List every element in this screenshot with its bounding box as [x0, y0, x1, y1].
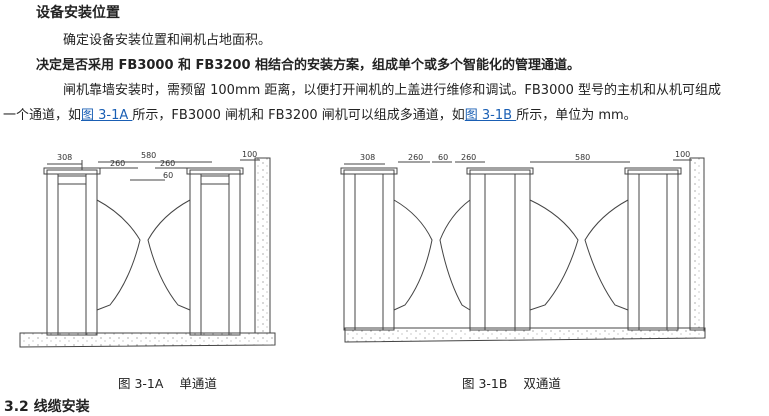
- figure-3-1b-dims: 308 260 60 260 580 100: [360, 150, 690, 162]
- dim-100-b: 100: [675, 150, 690, 159]
- dim-60-a: 60: [163, 171, 173, 180]
- paragraph-site: 确定设备安装位置和闸机占地面积。: [63, 33, 272, 48]
- dim-308-a: 308: [57, 153, 72, 162]
- dim-60-b: 60: [438, 153, 448, 162]
- figure-3-1b-caption: 图 3-1B 双通道: [462, 376, 561, 391]
- figure-3-1b-link[interactable]: 图 3-1B: [464, 108, 517, 123]
- dim-260-a2: 260: [160, 159, 175, 168]
- paragraph-plan: 决定是否采用 FB3000 和 FB3200 相结合的安装方案，组成单个或多个智…: [36, 58, 581, 73]
- next-section-title: 3.2 线缆安装: [4, 399, 90, 415]
- figure-3-1a: [19, 157, 276, 348]
- dim-260-b1: 260: [408, 153, 423, 162]
- figure-3-1a-link[interactable]: 图 3-1A: [81, 108, 133, 123]
- figure-3-1b: [340, 157, 706, 343]
- dim-100-a: 100: [242, 150, 257, 159]
- figure-drawings: 308 580 260 260 60 100 308 260: [19, 150, 706, 348]
- figure-3-1a-dims: 308 580 260 260 60 100: [57, 150, 257, 180]
- figure-3-1a-caption: 图 3-1A 单通道: [118, 376, 217, 391]
- dim-580-b: 580: [575, 153, 590, 162]
- dim-260-b2: 260: [461, 153, 476, 162]
- dim-260-a1: 260: [110, 159, 125, 168]
- paragraph-clearance: 闸机靠墙安装时，需预留 100mm 距离，以便打开闸机的上盖进行维修和调试。FB…: [63, 83, 722, 98]
- paragraph-clearance-2: 一个通道，如图 3-1A 所示，FB3000 闸机和 FB3200 闸机可以组成…: [3, 108, 637, 123]
- dim-580-a: 580: [141, 151, 156, 160]
- section-title: 设备安装位置: [36, 5, 120, 21]
- dim-308-b: 308: [360, 153, 375, 162]
